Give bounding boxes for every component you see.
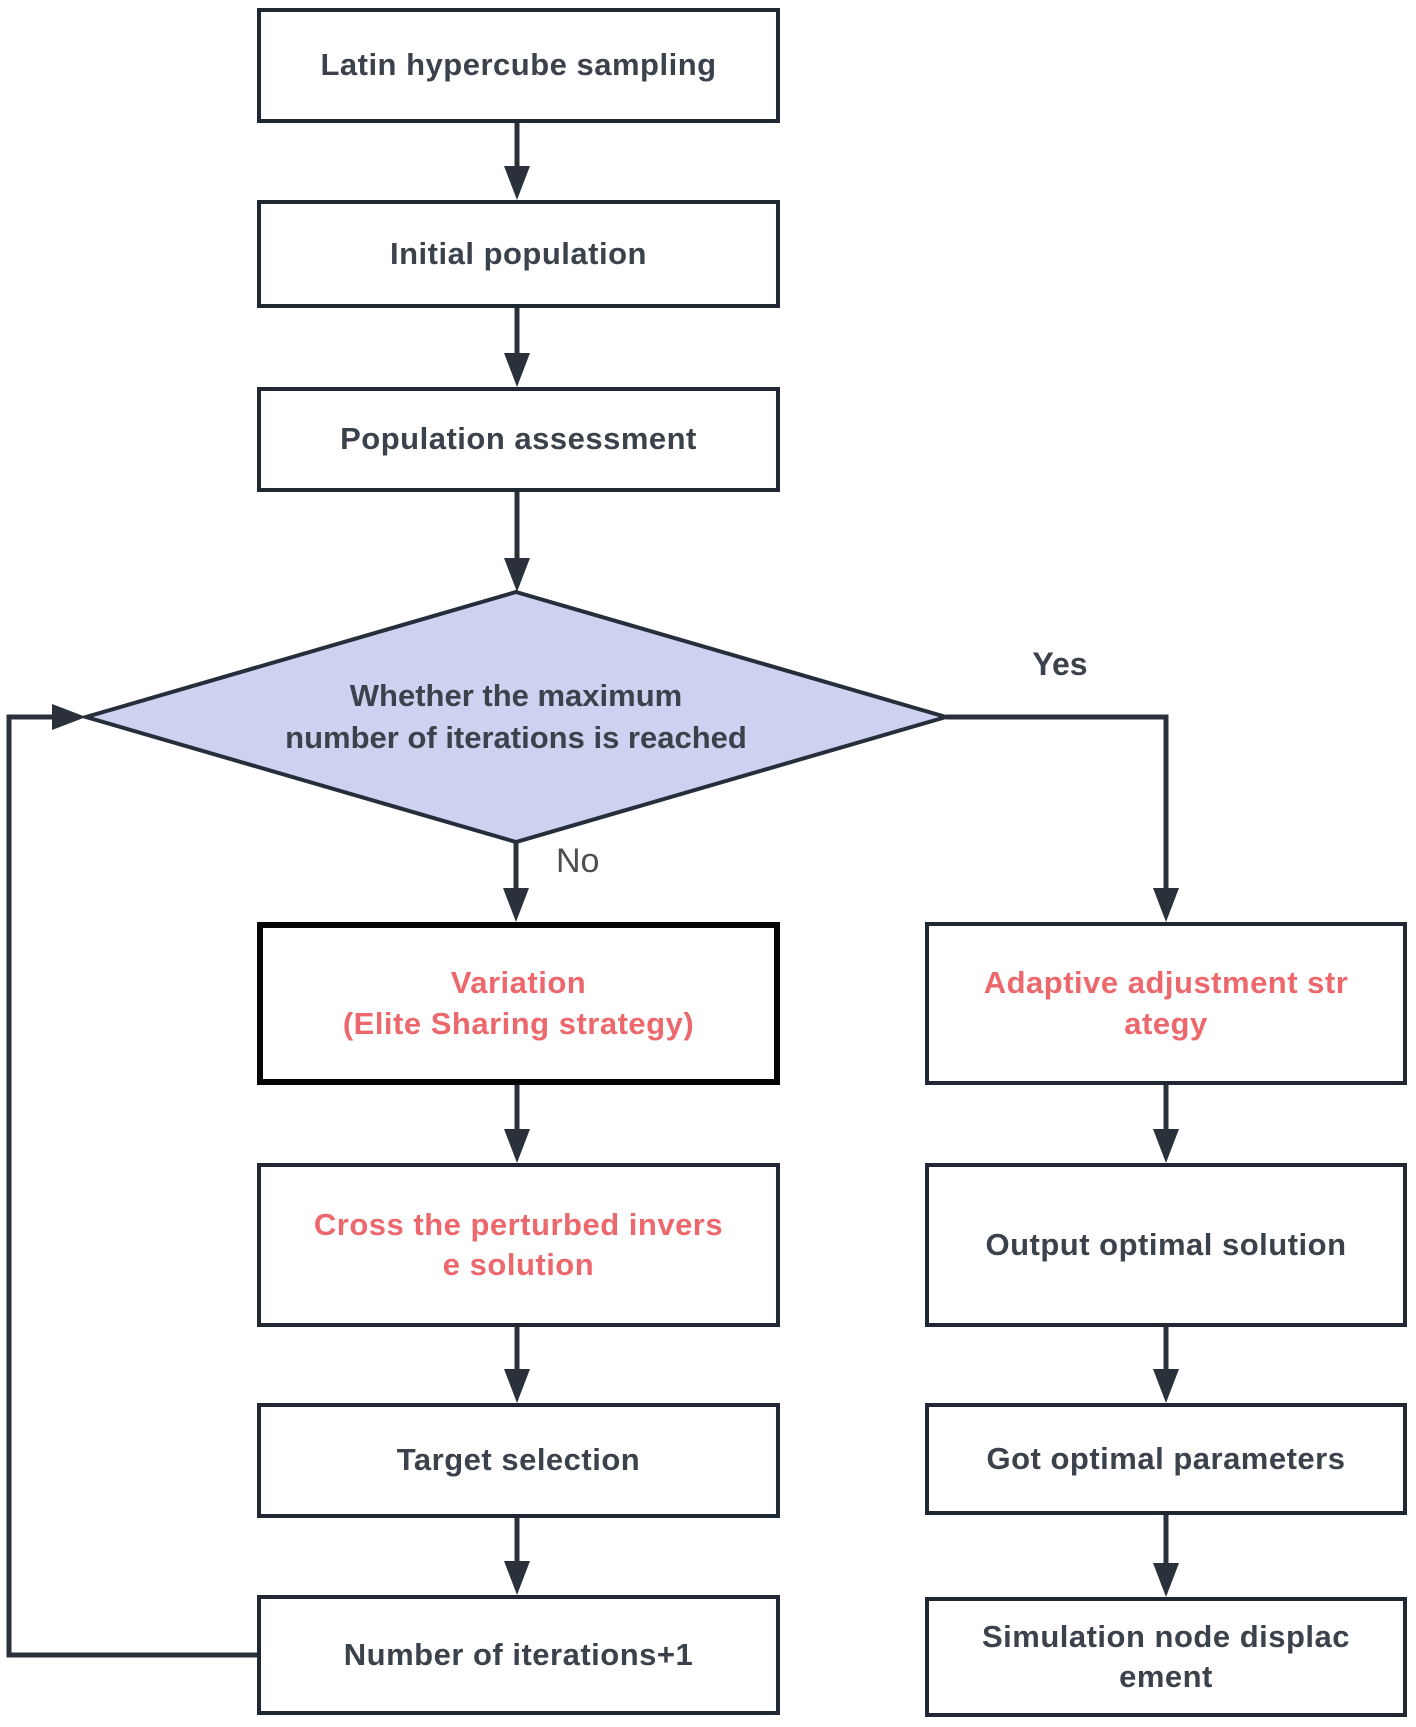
node-variation-elite-sharing: Variation (Elite Sharing strategy) <box>257 922 780 1085</box>
arrowhead-iterations-feedback-loop <box>52 704 86 730</box>
arrowhead-initial-to-assessment <box>504 353 530 387</box>
arrowhead-assessment-to-decision <box>504 558 530 592</box>
arrowhead-variation-to-cross <box>504 1129 530 1163</box>
node-target-selection: Target selection <box>257 1403 780 1518</box>
arrowhead-got-to-simulation <box>1153 1563 1179 1597</box>
node-latin-hypercube-sampling: Latin hypercube sampling <box>257 8 780 123</box>
node-output-optimal-solution: Output optimal solution <box>925 1163 1407 1327</box>
arrowhead-output-to-got <box>1153 1369 1179 1403</box>
node-iteration-counter: Number of iterations+1 <box>257 1595 780 1715</box>
arrowhead-latin-to-initial <box>504 166 530 200</box>
arrow-decision-to-adaptive <box>946 714 1169 890</box>
node-adaptive-adjustment-strategy: Adaptive adjustment str ategy <box>925 922 1407 1085</box>
arrow-iterations-feedback-loop <box>6 714 257 1658</box>
node-population-assessment: Population assessment <box>257 387 780 492</box>
edge-label-no: No <box>556 842 600 880</box>
node-got-optimal-parameters: Got optimal parameters <box>925 1403 1407 1515</box>
node-initial-population: Initial population <box>257 200 780 308</box>
arrowhead-decision-to-variation <box>503 888 529 922</box>
arrowhead-decision-to-adaptive <box>1153 888 1179 922</box>
arrowhead-cross-to-target <box>504 1369 530 1403</box>
edge-label-yes: Yes <box>1032 646 1088 682</box>
arrowhead-adaptive-to-output <box>1153 1129 1179 1163</box>
arrowhead-target-to-iterations <box>504 1561 530 1595</box>
node-simulation-node-displacement: Simulation node displac ement <box>925 1597 1407 1717</box>
decision-max-iterations-label: Whether the maximum number of iterations… <box>285 678 747 755</box>
node-cross-perturbed-inverse: Cross the perturbed invers e solution <box>257 1163 780 1327</box>
